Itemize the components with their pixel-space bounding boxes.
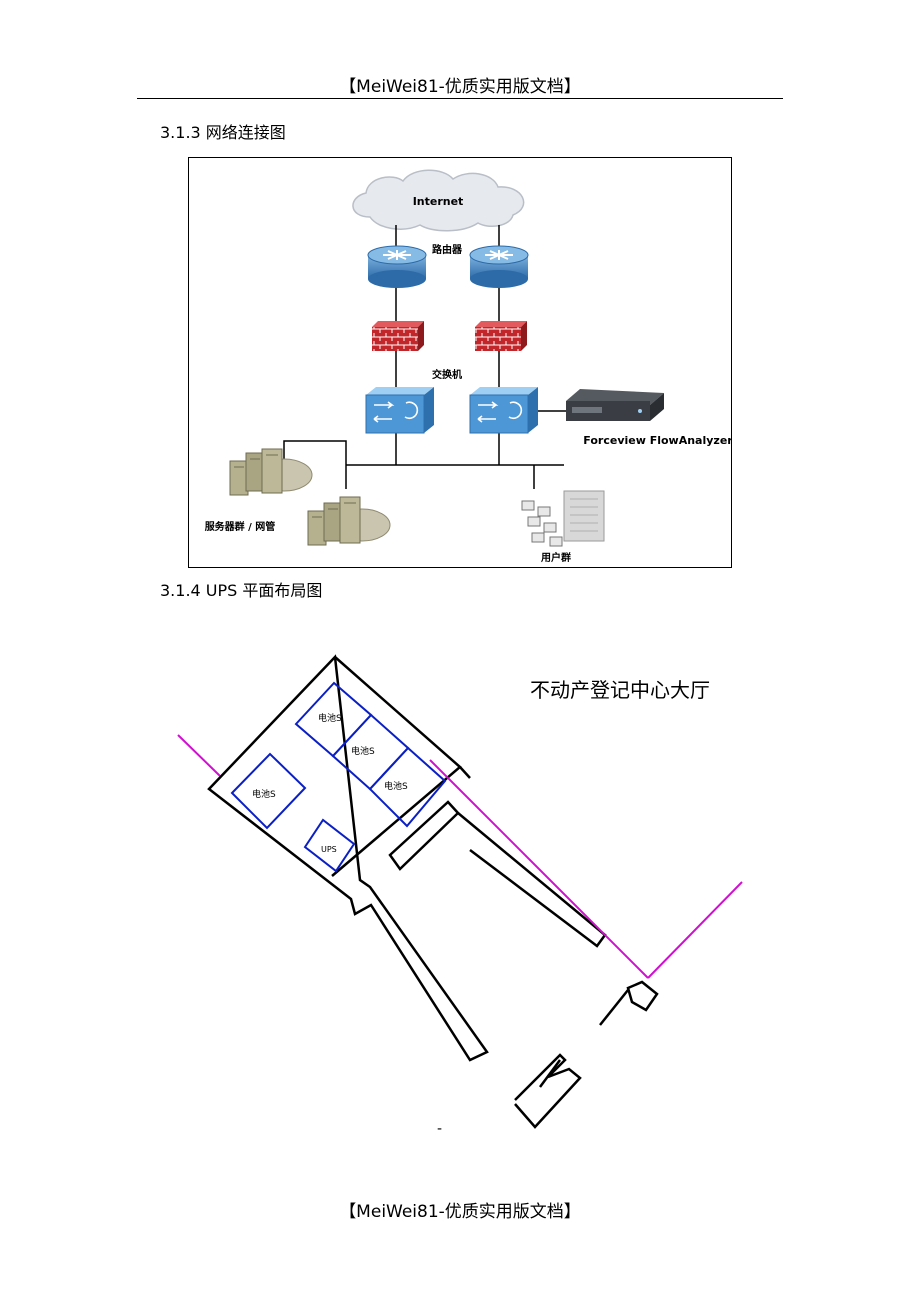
flowanalyzer-appliance-icon — [566, 389, 664, 421]
ups-cabinet — [303, 818, 356, 873]
router-icon-left — [367, 245, 427, 288]
wall-stub — [388, 800, 460, 871]
battery-cabinet-3 — [368, 746, 447, 828]
router-label: 路由器 — [432, 243, 463, 256]
page-header: 【MeiWei81-优质实用版文档】 — [339, 77, 581, 97]
battery-label-2: 电池S — [351, 745, 375, 757]
firewall-icon-left — [372, 321, 424, 351]
section-title-network: 3.1.3 网络连接图 — [160, 123, 286, 142]
switch-label: 交换机 — [432, 368, 462, 381]
hall-label: 不动产登记中心大厅 — [530, 678, 710, 702]
battery-label-4: 电池S — [252, 788, 276, 800]
internet-label: Internet — [413, 195, 464, 208]
connection-lines — [283, 225, 566, 489]
server-group-icon-1 — [229, 448, 313, 496]
page-footer: 【MeiWei81-优质实用版文档】 — [339, 1202, 581, 1222]
ups-label: UPS — [321, 845, 337, 854]
room-outer-wall — [207, 654, 489, 1062]
switch-icon-left — [365, 387, 434, 434]
server-group-label: 服务器群 / 网管 — [205, 520, 276, 533]
section-title-ups: 3.1.4 UPS 平面布局图 — [160, 581, 323, 600]
user-group-icon — [521, 490, 605, 547]
network-diagram: Internet 路由器 交换机 — [188, 157, 732, 568]
dash-mark: - — [437, 1121, 442, 1137]
user-group-label: 用户群 — [540, 551, 571, 564]
appliance-label: Forceview FlowAnalyzer — [583, 434, 732, 447]
firewall-icon-right — [475, 321, 527, 351]
server-group-icon-2 — [307, 496, 391, 546]
router-icon-right — [469, 245, 529, 288]
switch-icon-right — [469, 387, 538, 434]
header-rule — [137, 98, 783, 99]
battery-cabinet-4 — [230, 752, 307, 830]
internet-cloud-icon — [352, 169, 525, 232]
battery-label-3: 电池S — [384, 780, 408, 792]
battery-label-1: 电池S — [318, 712, 342, 724]
boundary-lines — [177, 734, 743, 979]
